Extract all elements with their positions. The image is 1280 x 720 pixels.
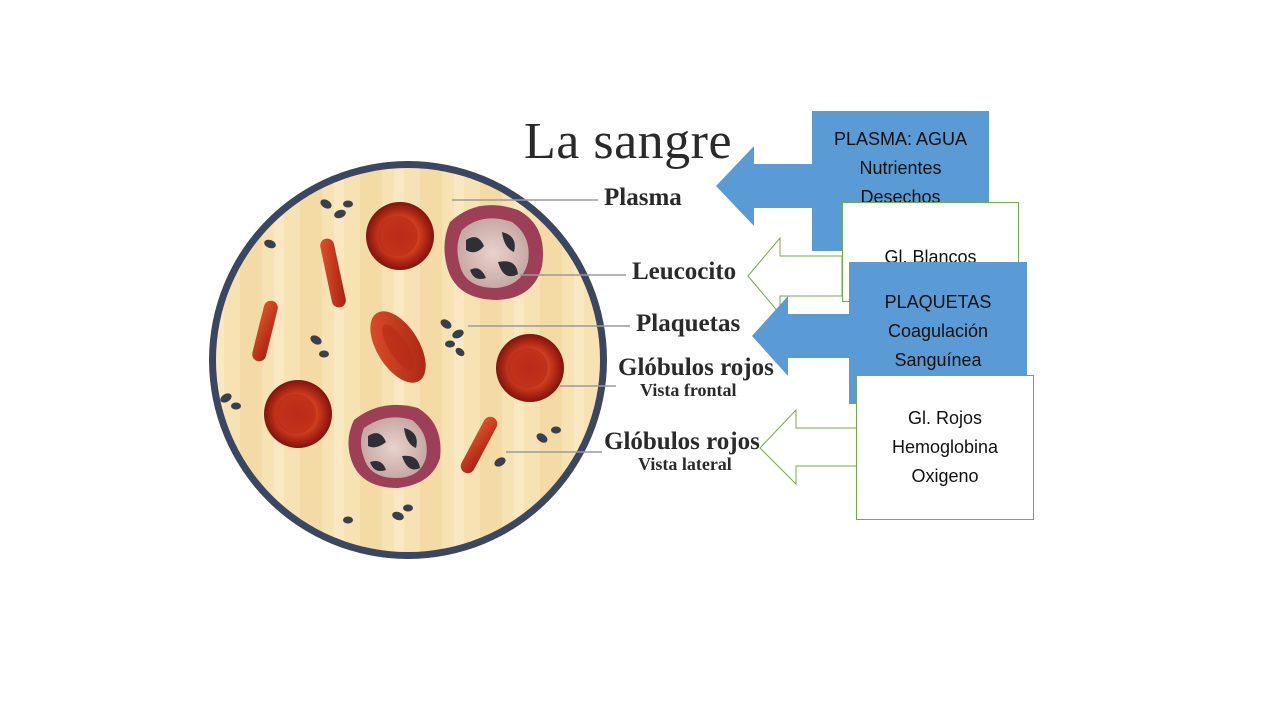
callout-plaquetas-line1: PLAQUETAS <box>884 292 992 312</box>
red-cell-frontal <box>366 202 434 270</box>
callout-plasma-line2: Nutrientes <box>859 158 942 178</box>
leader-lines <box>452 199 630 453</box>
red-cell-frontal <box>264 380 332 448</box>
label-globulos-lateral: Glóbulos rojos <box>604 428 760 455</box>
leucocyte <box>444 205 543 300</box>
rojos-arrow <box>759 408 859 486</box>
platelets <box>220 199 561 524</box>
red-cell-frontal <box>496 334 564 402</box>
callout-rojos-line1: Gl. Rojos <box>907 408 983 428</box>
callout-plaquetas-line3: Sanguínea <box>894 350 982 370</box>
label-vista-frontal: Vista frontal <box>640 380 737 400</box>
red-cell-lateral <box>252 300 278 362</box>
label-plaquetas: Plaquetas <box>636 310 741 337</box>
label-plasma: Plasma <box>604 184 682 211</box>
label-leucocito: Leucocito <box>632 258 737 285</box>
label-globulos-frontal: Glóbulos rojos <box>618 354 774 381</box>
callout-plasma-line1: PLASMA: AGUA <box>833 129 968 149</box>
callout-rojos: Gl. Rojos Hemoglobina Oxigeno <box>856 375 1034 520</box>
diagram-title: La sangre <box>524 113 733 170</box>
callout-rojos-line2: Hemoglobina <box>891 437 999 457</box>
leucocyte <box>348 404 441 488</box>
callout-rojos-line3: Oxigeno <box>911 466 979 486</box>
plaquetas-arrow <box>752 296 850 376</box>
red-cell-lateral <box>460 416 498 474</box>
label-vista-lateral: Vista lateral <box>638 454 732 474</box>
callout-plaquetas-line2: Coagulación <box>887 321 989 341</box>
plasma-arrow <box>716 146 812 226</box>
red-cell-lateral <box>320 238 346 308</box>
